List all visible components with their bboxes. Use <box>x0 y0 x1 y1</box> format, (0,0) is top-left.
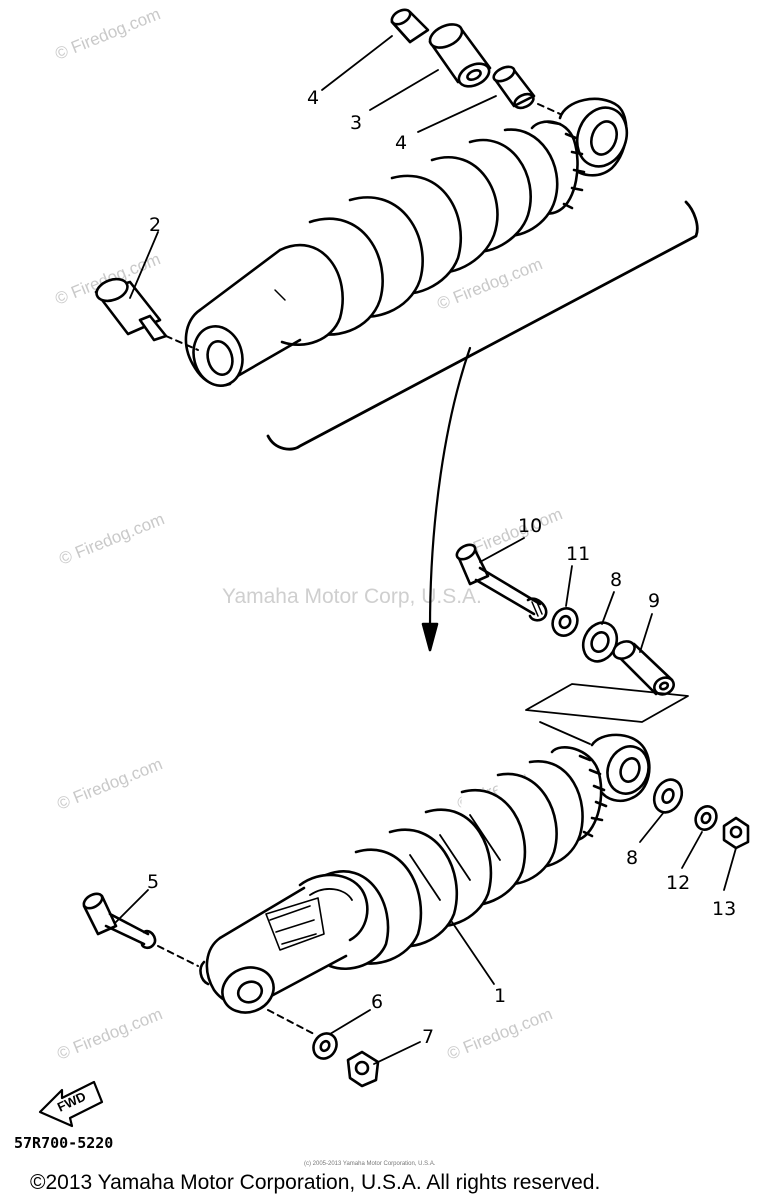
leader-11 <box>565 565 573 607</box>
callout-13: 13 <box>712 898 736 920</box>
oil-seal-8-top <box>581 621 619 663</box>
leader-1 <box>451 921 495 985</box>
callout-2: 2 <box>149 214 161 236</box>
upper-eye <box>558 97 629 177</box>
washer-11 <box>551 607 579 637</box>
callout-11: 11 <box>566 543 590 565</box>
watermark-8: © Firedog.com <box>54 1004 165 1063</box>
collar-9 <box>612 640 675 696</box>
lower-eye-top <box>192 325 244 387</box>
lower-shock-assembly <box>82 537 750 1088</box>
leader-8-lower <box>639 811 665 843</box>
callout-4-lower: 4 <box>395 132 407 154</box>
leader-2 <box>129 231 159 299</box>
callout-5: 5 <box>147 871 159 893</box>
watermark-1: © Firedog.com <box>52 4 163 63</box>
upper-eye-lower <box>590 733 651 803</box>
leader-3 <box>369 69 439 111</box>
callout-9: 9 <box>648 590 660 612</box>
leader-4-lower <box>417 95 497 133</box>
callout-1: 1 <box>494 985 506 1007</box>
leader-13 <box>723 847 737 891</box>
leader-10 <box>479 537 525 563</box>
washer-6 <box>312 1032 338 1060</box>
coil-spring-1 <box>324 760 584 971</box>
collar-4-lower <box>492 65 536 110</box>
copyright-notice: ©2013 Yamaha Motor Corporation, U.S.A. A… <box>30 1171 600 1194</box>
collar-4-top <box>390 8 430 44</box>
leader-5 <box>115 889 149 923</box>
tiny-notice: (c) 2005-2013 Yamaha Motor Corporation, … <box>304 1161 436 1167</box>
washer-12 <box>694 805 718 831</box>
center-watermark: Yamaha Motor Corp, U.S.A. <box>222 585 482 608</box>
nut-13 <box>722 816 750 850</box>
leader-9 <box>639 613 653 653</box>
callout-7: 7 <box>422 1026 434 1048</box>
watermark-4: © Firedog.com <box>56 509 167 568</box>
callout-10: 10 <box>518 515 542 537</box>
part-code: 57R700-5220 <box>14 1134 113 1152</box>
leader-4-top <box>321 35 393 91</box>
spring-seat <box>298 873 369 942</box>
callout-12: 12 <box>666 872 690 894</box>
lower-eye-lower <box>199 960 275 1014</box>
bolt-10 <box>455 543 548 622</box>
bushing-3 <box>428 23 492 88</box>
kit-outline <box>525 683 689 723</box>
callout-6: 6 <box>371 991 383 1013</box>
leader-7 <box>373 1041 421 1065</box>
upper-shock-assembly <box>94 8 629 387</box>
nut-7 <box>346 1050 380 1088</box>
rubber-boot-spring <box>278 128 559 347</box>
bolt-5 <box>82 892 157 950</box>
watermark-6: © Firedog.com <box>54 754 165 813</box>
callout-3: 3 <box>350 112 362 134</box>
callout-4-top: 4 <box>307 87 319 109</box>
group-bracket <box>266 200 699 451</box>
fwd-arrow: FWD <box>38 1080 104 1128</box>
leader-8-top <box>601 591 615 625</box>
callout-8-top: 8 <box>610 569 622 591</box>
watermark-9: © Firedog.com <box>444 1004 555 1063</box>
oil-seal-8-lower <box>652 778 684 814</box>
pointer-arrow-head <box>421 622 439 652</box>
bushing-2 <box>94 277 168 342</box>
leader-12 <box>681 831 703 869</box>
pointer-arrow-line <box>428 346 472 630</box>
callout-8-lower: 8 <box>626 847 638 869</box>
leader-6 <box>329 1009 371 1035</box>
